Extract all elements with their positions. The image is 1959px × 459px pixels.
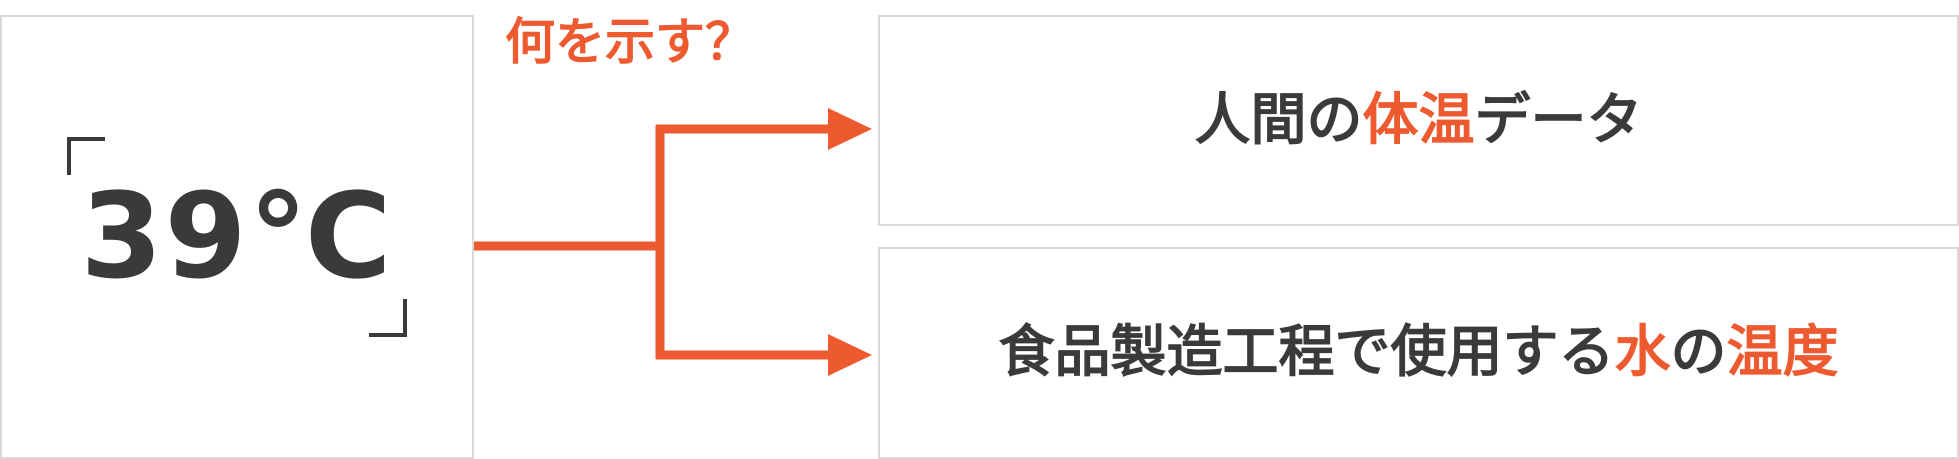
label-text: の	[1670, 320, 1727, 385]
label-text: 人間の	[1194, 87, 1363, 153]
open-bracket	[67, 137, 105, 175]
accent-text: 温度	[1726, 320, 1839, 385]
label-text: 食品製造工程で使用する	[998, 320, 1615, 385]
close-bracket	[369, 299, 407, 337]
value-group: 39℃	[67, 137, 407, 337]
accent-text: 体温	[1362, 87, 1475, 153]
bottom-arrowhead	[828, 334, 872, 376]
option-label: 食品製造工程で使用する水の温度	[999, 325, 1839, 381]
top-arrowhead	[828, 108, 872, 150]
question-label: 何を示す？	[505, 13, 755, 71]
option-label: 人間の体温データ	[1195, 92, 1643, 149]
temperature-value: 39℃	[80, 167, 394, 305]
label-text: データ	[1474, 87, 1643, 153]
option-box-water-temperature: 食品製造工程で使用する水の温度	[878, 247, 1959, 459]
option-box-body-temperature: 人間の体温データ	[878, 15, 1959, 226]
source-box: 39℃	[0, 15, 474, 459]
accent-text: 水	[1614, 320, 1671, 385]
